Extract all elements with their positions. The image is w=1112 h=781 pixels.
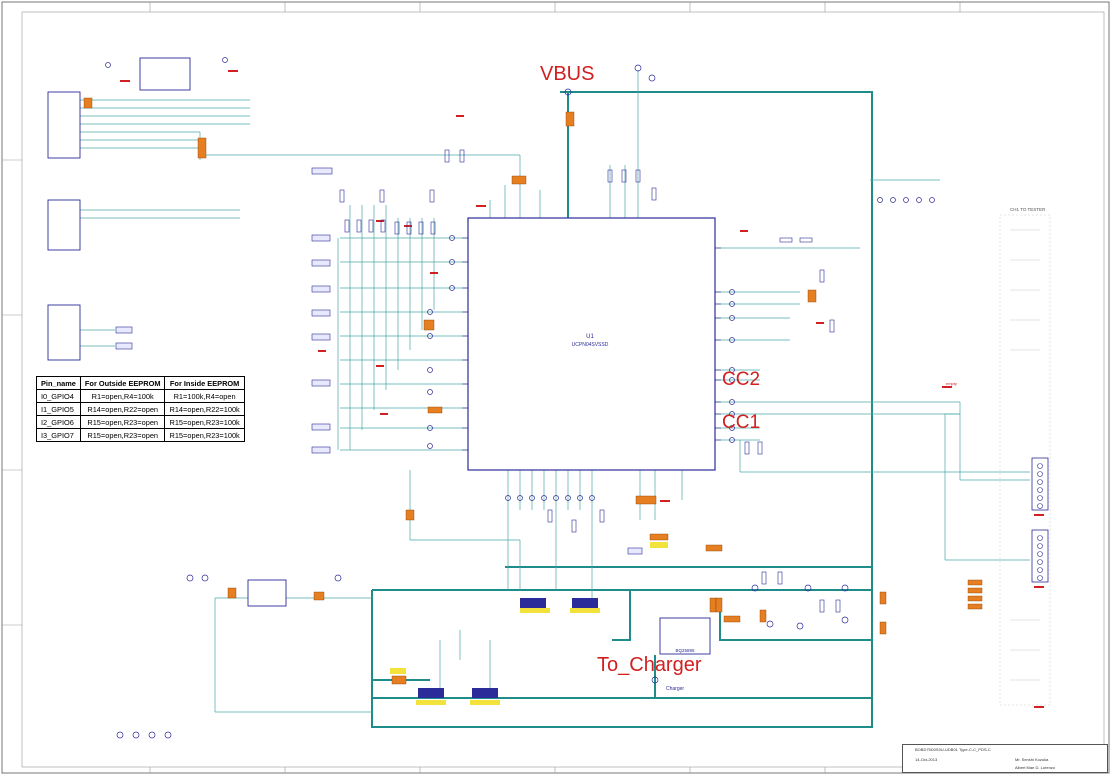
- charger-ic: BQ25895: [659, 617, 711, 655]
- connector-j1: [47, 91, 81, 159]
- title-block: BOBD75D0S0U-UDB01 Type-C-C_PDS-C 14-Oct-…: [902, 744, 1108, 773]
- main-ic-pins: [462, 237, 721, 451]
- table-cell: R15=open,R23=open: [79, 428, 166, 442]
- empty-tags: [120, 70, 1044, 708]
- to-charger-annotation: To_Charger: [597, 654, 702, 676]
- frame-ticks: [2, 2, 961, 773]
- cc1-annotation: CC1: [722, 412, 761, 433]
- table-header-row: Pin_name For Outside EEPROM For Inside E…: [36, 376, 245, 390]
- pin-config-table: Pin_name For Outside EEPROM For Inside E…: [36, 376, 245, 442]
- charger-net-label: Charger: [666, 686, 684, 692]
- vbus-annotation: VBUS: [540, 63, 595, 85]
- title-project: BOBD75D0S0U-UDB01 Type-C-C_PDS-C: [915, 747, 991, 752]
- table-cell: R1=open,R4=100k: [79, 389, 166, 403]
- table-cell: R15=open,R23=100k: [164, 415, 245, 429]
- net-label-flags: [115, 167, 643, 555]
- title-designer: Mr. Senshi Kozuka: [1015, 757, 1049, 762]
- tester-header-label: CH1 TO TESTER: [1010, 207, 1046, 212]
- table-header-cell: Pin_name: [36, 376, 81, 390]
- highlight-labels: [390, 542, 668, 705]
- mosfet-array: [418, 598, 598, 698]
- table-row: I3_GPIO7 R15=open,R23=open R15=open,R23=…: [36, 428, 245, 442]
- connector-j3: [47, 304, 81, 361]
- main-ic-u1: U1 UCPN04SVSSD: [462, 217, 721, 471]
- passive-components: [339, 149, 841, 613]
- table-header-cell: For Outside EEPROM: [79, 376, 166, 390]
- eeprom-ic-u2: [139, 57, 191, 91]
- cc2-annotation: CC2: [722, 369, 761, 390]
- output-header-j4: [1031, 457, 1049, 511]
- signal-wires: [80, 70, 1030, 713]
- table-cell: R1=100k,R4=open: [164, 389, 245, 403]
- connector-j2: [47, 199, 81, 251]
- table-cell: I0_GPIO4: [36, 389, 81, 403]
- table-header-cell: For Inside EEPROM: [164, 376, 245, 390]
- header-pin-circles: [1037, 463, 1043, 581]
- charger-ic-part: BQ25895: [675, 648, 695, 653]
- main-ic-body: [467, 217, 716, 471]
- sheet-inner-border: [21, 11, 1105, 768]
- table-row: I2_GPIO6 R15=open,R23=open R15=open,R23=…: [36, 415, 245, 429]
- regulator-u3: [247, 579, 287, 607]
- main-ic-ref: U1: [586, 334, 594, 340]
- table-cell: R14=open,R22=open: [79, 402, 166, 416]
- empty-annotation: empty: [946, 381, 957, 386]
- table-row: I1_GPIO5 R14=open,R22=open R14=open,R22=…: [36, 402, 245, 416]
- tester-pin-column: [999, 214, 1051, 706]
- table-cell: I3_GPIO7: [36, 428, 81, 442]
- title-date: 14-Oct-2013: [915, 757, 938, 762]
- table-cell: R15=open,R23=open: [79, 415, 166, 429]
- table-row: I0_GPIO4 R1=open,R4=100k R1=100k,R4=open: [36, 389, 245, 403]
- table-cell: R15=open,R23=100k: [164, 428, 245, 442]
- table-cell: R14=open,R22=100k: [164, 402, 245, 416]
- orange-components: [83, 97, 983, 685]
- main-ic-part: UCPN04SVSSD: [572, 342, 609, 348]
- test-points: [105, 57, 935, 739]
- table-cell: I2_GPIO6: [36, 415, 81, 429]
- title-checked-by: Albert Mae D. Lorenzo: [1015, 765, 1056, 770]
- output-header-j5: [1031, 529, 1049, 583]
- table-cell: I1_GPIO5: [36, 402, 81, 416]
